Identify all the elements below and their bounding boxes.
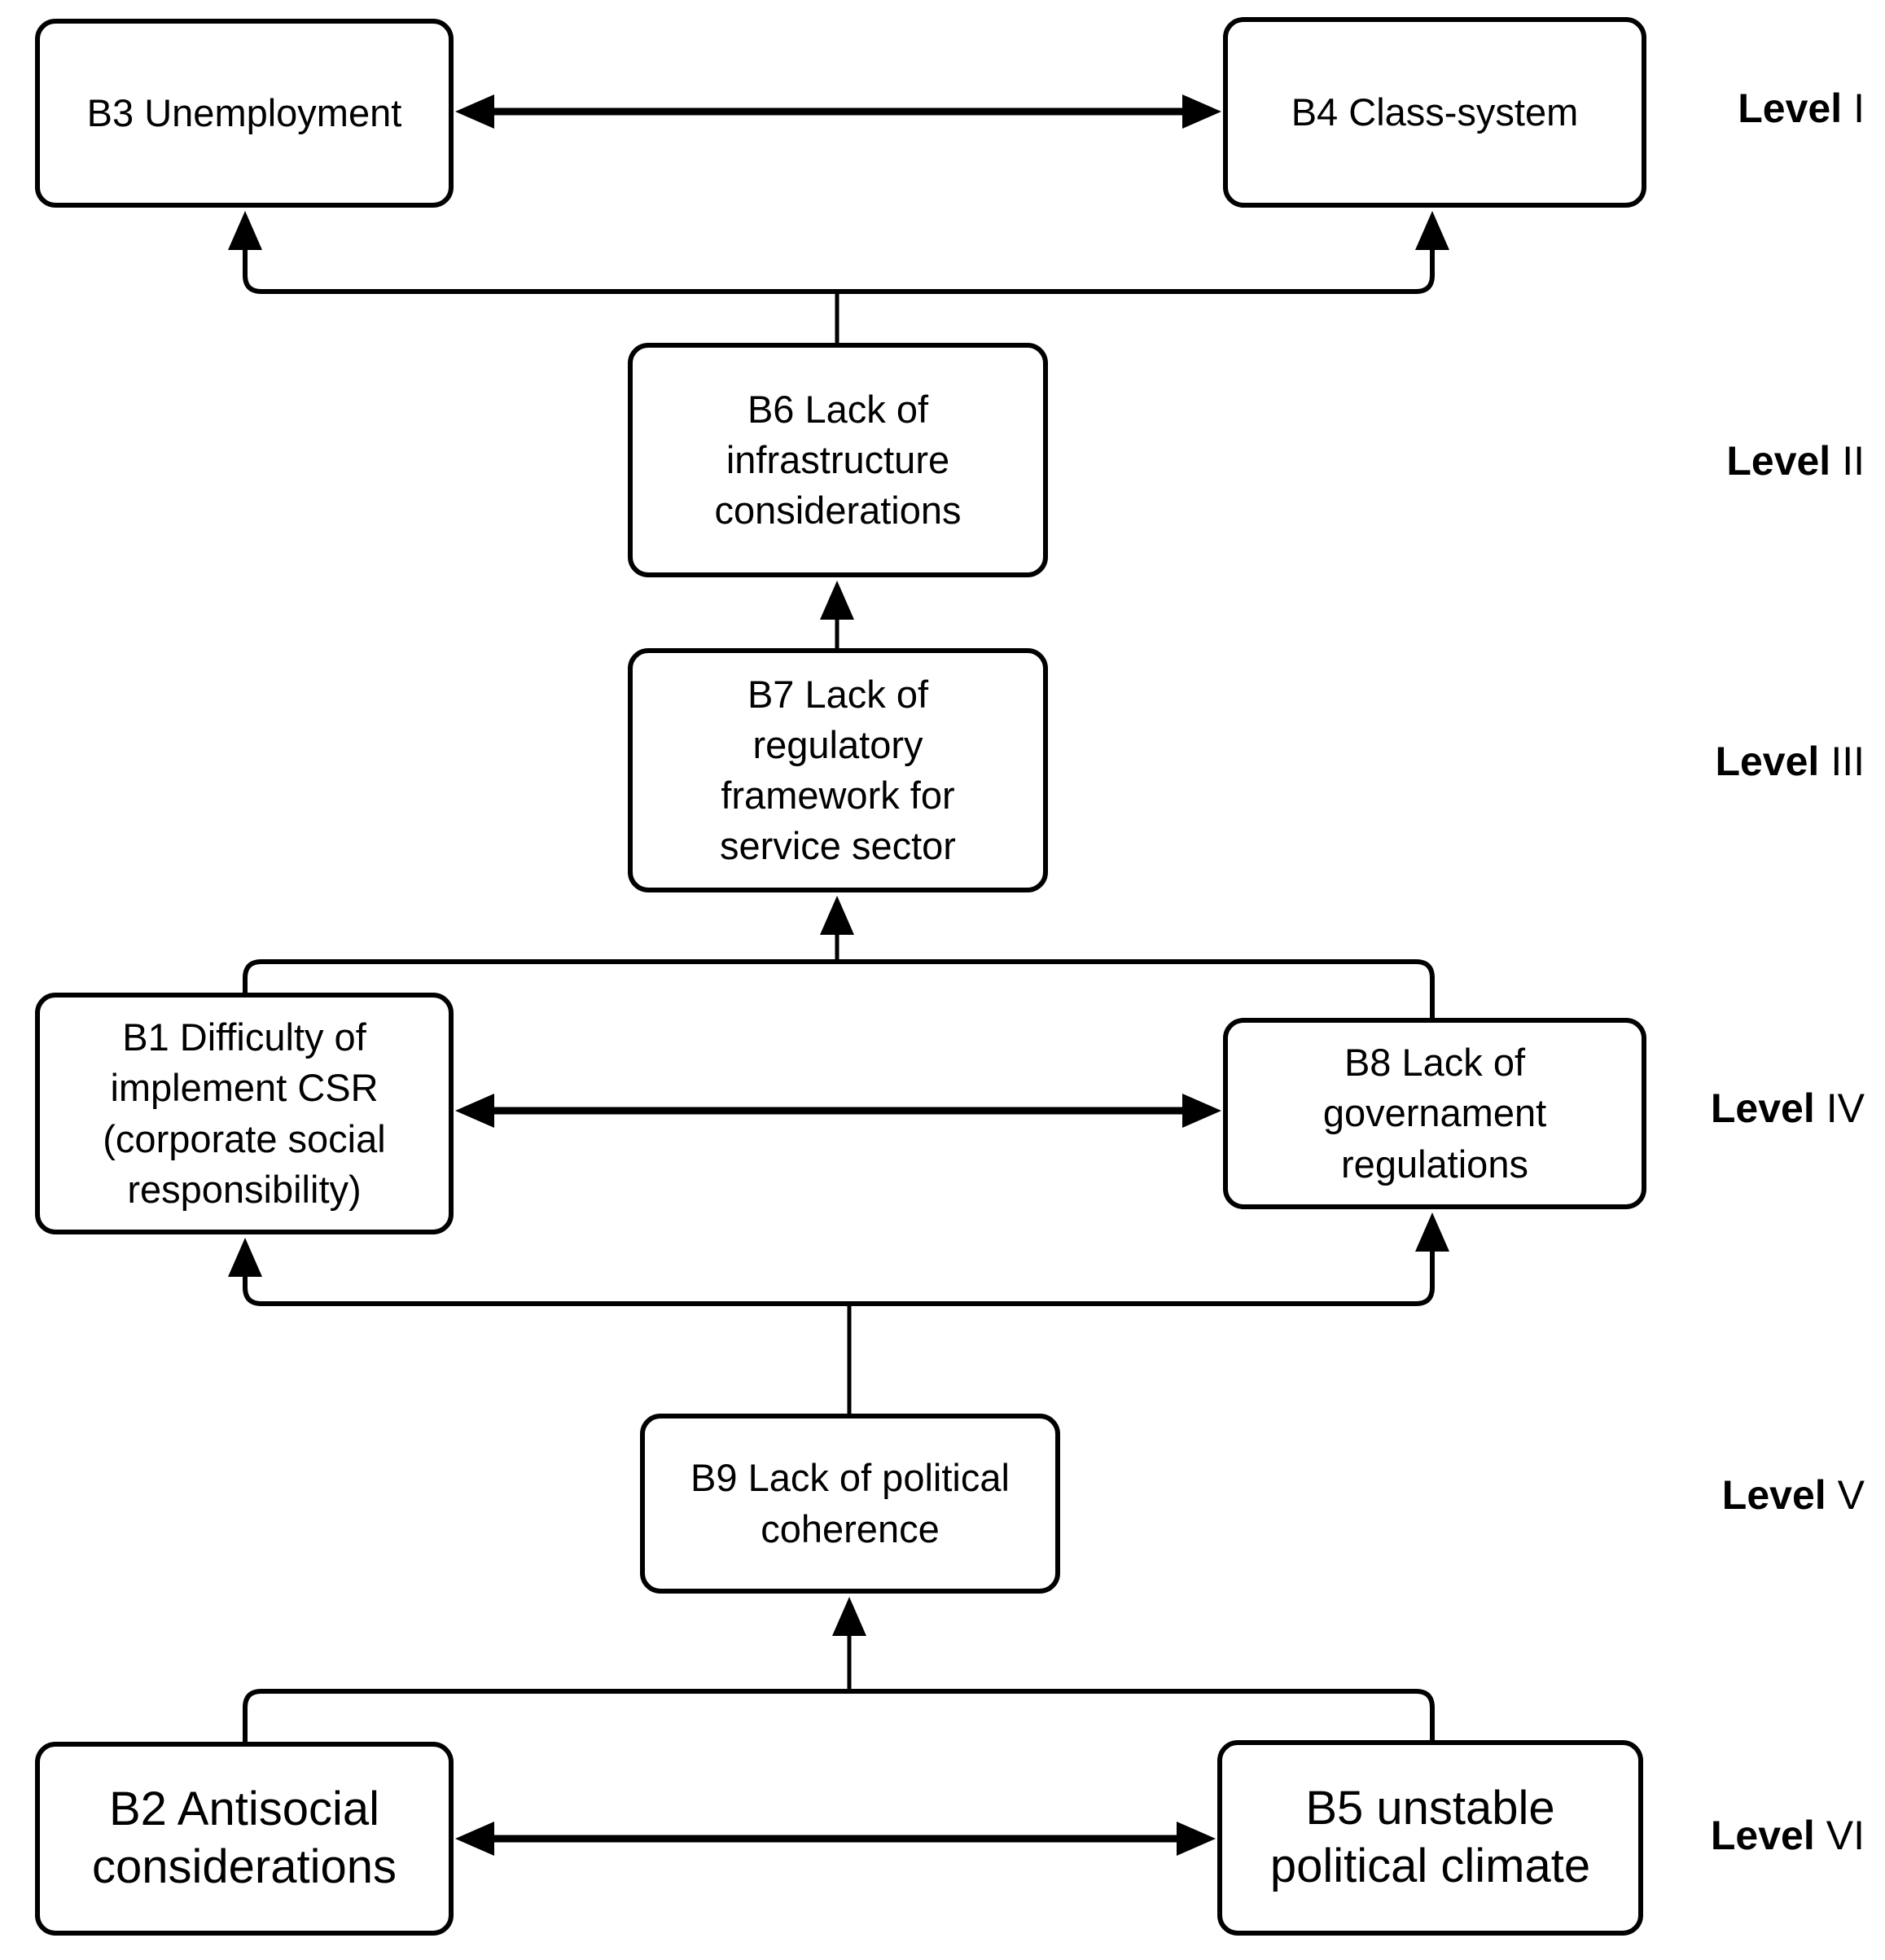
node-b8: B8 Lack of governament regulations [1223, 1018, 1646, 1209]
edge-b1-b8-bidirectional [455, 1094, 1221, 1128]
edge-b3-b4-bidirectional [455, 94, 1221, 129]
level-label-2-numeral: II [1842, 438, 1865, 484]
node-b2-label: B2 Antisocial considerations [92, 1782, 397, 1893]
level-label-5-word: Level [1721, 1472, 1826, 1518]
edge-b6-to-b3-b4 [228, 211, 1449, 343]
level-label-5-numeral: V [1837, 1472, 1865, 1518]
node-b8-label: B8 Lack of governament regulations [1322, 1041, 1547, 1186]
level-label-4-numeral: IV [1826, 1085, 1865, 1131]
node-b9: B9 Lack of political coherence [640, 1414, 1060, 1594]
edge-b7-to-b6 [820, 581, 854, 648]
node-b9-label: B9 Lack of political coherence [690, 1456, 1010, 1550]
node-b1-label: B1 Difficulty of implement CSR (corporat… [103, 1015, 386, 1211]
node-b1: B1 Difficulty of implement CSR (corporat… [35, 993, 454, 1234]
node-b4-label: B4 Class-system [1291, 90, 1579, 134]
node-b7-label: B7 Lack of regulatory framework for serv… [720, 672, 956, 868]
node-b2: B2 Antisocial considerations [35, 1742, 454, 1936]
edge-b9-to-b1-b8 [228, 1212, 1449, 1414]
node-b6-label: B6 Lack of infrastructure considerations [714, 387, 962, 533]
node-b3-label: B3 Unemployment [86, 90, 402, 134]
level-label-4-word: Level [1710, 1085, 1815, 1131]
level-label-6-word: Level [1710, 1813, 1815, 1858]
node-b5: B5 unstable political climate [1217, 1740, 1643, 1936]
level-label-2-word: Level [1726, 438, 1831, 484]
edge-b2-b5-to-b9 [243, 1597, 1435, 1742]
level-label-6-numeral: VI [1826, 1813, 1865, 1858]
node-b6: B6 Lack of infrastructure considerations [628, 343, 1048, 577]
level-label-1-word: Level [1738, 86, 1843, 131]
node-b7: B7 Lack of regulatory framework for serv… [628, 648, 1048, 892]
level-label-3-numeral: III [1830, 739, 1865, 784]
node-b5-label: B5 unstable political climate [1269, 1782, 1591, 1892]
edge-b2-b5-bidirectional [455, 1822, 1216, 1856]
node-b4: B4 Class-system [1223, 17, 1646, 208]
level-label-3: Level III [1604, 733, 1865, 790]
level-label-3-word: Level [1715, 739, 1820, 784]
node-b3: B3 Unemployment [35, 19, 454, 208]
level-label-1-numeral: I [1853, 86, 1865, 131]
